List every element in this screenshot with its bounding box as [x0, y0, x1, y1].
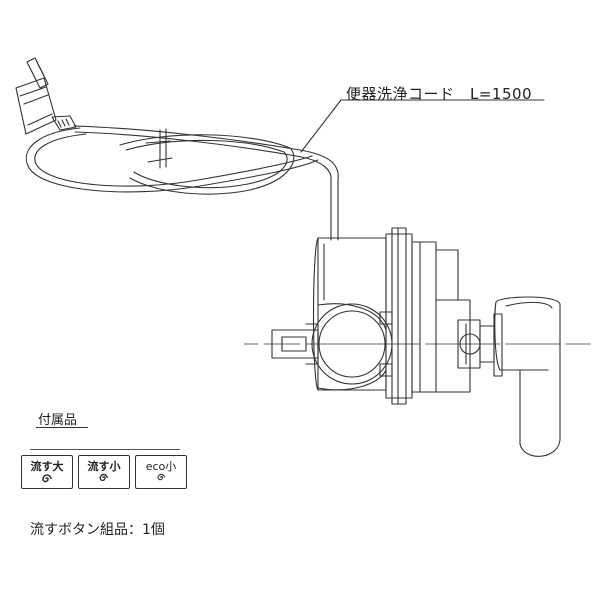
buttons-note: 流すボタン組品：1個: [30, 522, 165, 538]
cord-leader: [300, 99, 545, 153]
flush-large-button: 流す大: [21, 455, 73, 489]
button-rail: [30, 449, 180, 456]
cord-coil: [25, 125, 339, 241]
flush-eco-label: eco小: [145, 460, 177, 473]
flush-eco-button: eco小: [135, 455, 187, 489]
accessories-title: 付属品: [38, 413, 78, 428]
flush-large-label: 流す大: [30, 460, 64, 473]
cord-plug: [15, 57, 77, 135]
motor-shaft: [271, 323, 319, 365]
swirl-large-icon: [22, 472, 72, 490]
cord-label: 便器洗浄コード L=1500: [346, 85, 533, 103]
flush-small-button: 流す小: [78, 455, 130, 489]
swirl-small-icon: [79, 472, 129, 488]
mounting-flange: [379, 227, 471, 405]
accessories-title-underline: [36, 427, 88, 428]
swirl-eco-icon: [136, 472, 186, 487]
coupling-hub: [457, 313, 503, 377]
flush-small-label: 流す小: [87, 460, 121, 473]
flush-lever: [494, 296, 561, 457]
